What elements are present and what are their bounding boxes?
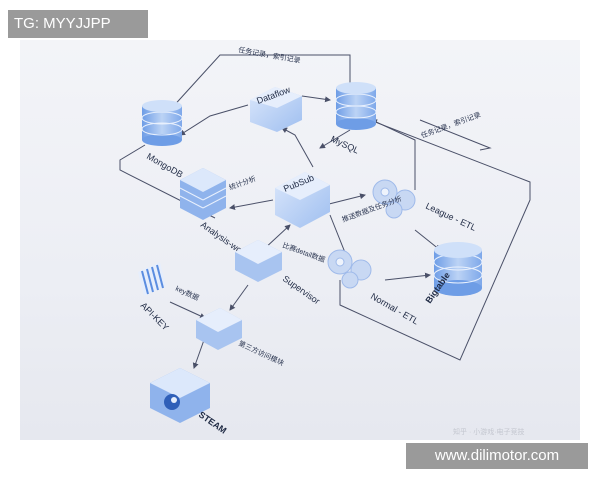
steam-logo-icon: [150, 368, 210, 423]
mongodb-database-icon: [141, 100, 183, 146]
site-url-banner: www.dilimotor.com: [406, 443, 588, 469]
mysql-database-icon: [335, 82, 377, 130]
edge-dataflow-mongo: [179, 104, 249, 136]
edge-dataflow-mysql: [301, 95, 331, 103]
edge-league-up: [371, 119, 416, 190]
bigtable-database-icon: [433, 242, 483, 296]
edge-right-loop: [339, 119, 531, 361]
edge-supervisor-third: [229, 284, 249, 311]
pubsub-node-icon: [275, 172, 330, 228]
api-key-label: API-KEY: [139, 300, 171, 332]
edge-normal-bigtable: [384, 272, 431, 281]
connections: [119, 54, 531, 369]
supervisor-node-icon: [235, 240, 282, 282]
api-key-icon: [138, 262, 166, 296]
steam-label: STEAM: [197, 409, 229, 435]
architecture-diagram: MongoDB Dataflow MySQL Analysis-worker P…: [20, 40, 580, 440]
edge-label-right: 任务记录，索引记录: [420, 110, 482, 140]
mongodb-label: MongoDB: [145, 151, 185, 180]
edge-apikey-third: [169, 301, 206, 319]
edge-label-third: 第三方访问模块: [237, 339, 285, 368]
league-etl-label: League - ETL: [424, 201, 478, 233]
dataflow-node-icon: [250, 87, 302, 132]
supervisor-label: Supervisor: [281, 273, 322, 306]
edge-pubsub-analysis: [229, 199, 274, 211]
edge-pubsub-dataflow: [281, 127, 314, 168]
edge-label-key: key数据: [174, 284, 200, 303]
edge-pubsub-league: [324, 193, 366, 206]
edge-league-mysql: [419, 119, 492, 151]
diagram-svg: MongoDB Dataflow MySQL Analysis-worker P…: [119, 45, 531, 436]
edge-label-stats: 统计分析: [228, 174, 257, 192]
edge-league-bigtable: [414, 229, 441, 251]
analysis-worker-icon: [179, 168, 227, 220]
edge-label-detail: 比赛detail数据: [281, 240, 326, 264]
normal-etl-label: Normal - ETL: [369, 291, 420, 326]
mysql-label: MySQL: [329, 134, 360, 156]
edge-third-steam: [192, 339, 205, 369]
channel-tag: TG: MYYJJPP: [8, 10, 148, 38]
third-party-module-icon: [196, 308, 242, 350]
normal-etl-gear-icon: [327, 249, 372, 289]
edge-mysql-pubsub: [319, 129, 351, 149]
watermark-text: 知乎 · 小游戏·电子竞技: [453, 429, 525, 436]
league-etl-gear-icon: [372, 179, 416, 219]
edge-mongo-analysis: [119, 144, 216, 219]
